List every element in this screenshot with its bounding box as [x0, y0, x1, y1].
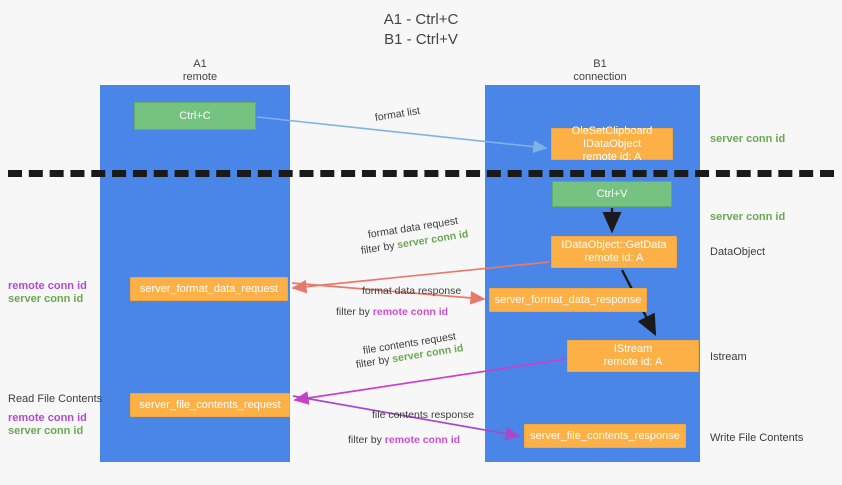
column-b1-subtitle: connection	[573, 71, 627, 83]
diagram-title: A1 - Ctrl+C B1 - Ctrl+V	[0, 10, 842, 50]
box-ole-set-clipboard[interactable]: OleSetClipboard IDataObject remote id: A	[551, 124, 673, 163]
box-server-file-contents-request-label: server_file_contents_request	[139, 398, 281, 411]
column-a1-name: A1	[193, 58, 207, 70]
filter-prefix: filter by	[348, 434, 385, 446]
box-ctrl-c[interactable]: Ctrl+C	[134, 102, 256, 130]
column-a1-subtitle: remote	[182, 71, 218, 83]
annotation-server-conn-id-mid: server conn id	[710, 211, 786, 223]
box-idataobject-getdata[interactable]: IDataObject::GetData remote id: A	[551, 236, 677, 268]
box-server-format-data-request-label: server_format_data_request	[139, 282, 279, 295]
edge-label-format-data-response-filter: filter by remote conn id	[336, 305, 448, 319]
box-getdata-line1: IDataObject::GetData	[561, 239, 667, 251]
title-line-1: A1 - Ctrl+C	[383, 11, 459, 28]
box-server-file-contents-response[interactable]: server_file_contents_response	[524, 424, 686, 448]
annotation-write-file-contents: Write File Contents	[710, 432, 804, 444]
box-getdata-line2: remote id: A	[584, 252, 644, 264]
box-server-file-contents-request[interactable]: server_file_contents_request	[130, 393, 290, 417]
box-istream-line1: IStream	[613, 343, 653, 355]
edge-label-format-list: format list	[374, 104, 421, 124]
filter-prefix: filter by	[355, 353, 394, 371]
filter-prefix: filter by	[336, 306, 373, 318]
box-ctrl-v-label: Ctrl+V	[596, 187, 628, 200]
annotation-istream: Istream	[710, 351, 747, 363]
annotation-remote-conn-id-1: remote conn id	[8, 280, 87, 292]
column-header-a1: A1 remote	[130, 58, 270, 84]
phase-divider	[8, 170, 834, 177]
edge-label-file-contents-response-filter: filter by remote conn id	[348, 433, 460, 447]
box-ctrl-c-label: Ctrl+C	[179, 109, 211, 122]
box-server-file-contents-response-label: server_file_contents_response	[530, 429, 680, 442]
box-ole-set-clipboard-line2: remote id: A	[582, 150, 642, 163]
box-istream-line2: remote id: A	[603, 356, 663, 368]
annotation-server-conn-id-1: server conn id	[8, 293, 84, 305]
title-line-2: B1 - Ctrl+V	[384, 31, 458, 48]
box-server-format-data-response[interactable]: server_format_data_response	[489, 288, 647, 312]
edge-label-format-data-response: format data response	[362, 285, 462, 297]
filter-value-remote-conn-id: remote conn id	[384, 434, 461, 446]
box-istream[interactable]: IStream remote id: A	[567, 340, 699, 372]
column-header-b1: B1 connection	[525, 58, 675, 84]
annotation-dataobject: DataObject	[710, 246, 766, 258]
box-server-format-data-request[interactable]: server_format_data_request	[130, 277, 288, 301]
filter-prefix: filter by	[360, 239, 399, 257]
filter-value-remote-conn-id: remote conn id	[372, 306, 449, 318]
annotation-read-file-contents: Read File Contents	[8, 393, 103, 405]
annotation-server-conn-id-2: server conn id	[8, 425, 84, 437]
edge-label-file-contents-response: file contents response	[372, 409, 475, 421]
box-ctrl-v[interactable]: Ctrl+V	[552, 181, 672, 207]
annotation-remote-conn-id-2: remote conn id	[8, 412, 87, 424]
column-b1-name: B1	[593, 58, 607, 70]
annotation-server-conn-id-top: server conn id	[710, 133, 786, 145]
box-server-format-data-response-label: server_format_data_response	[494, 293, 642, 306]
box-ole-set-clipboard-line1: OleSetClipboard IDataObject	[571, 124, 653, 150]
